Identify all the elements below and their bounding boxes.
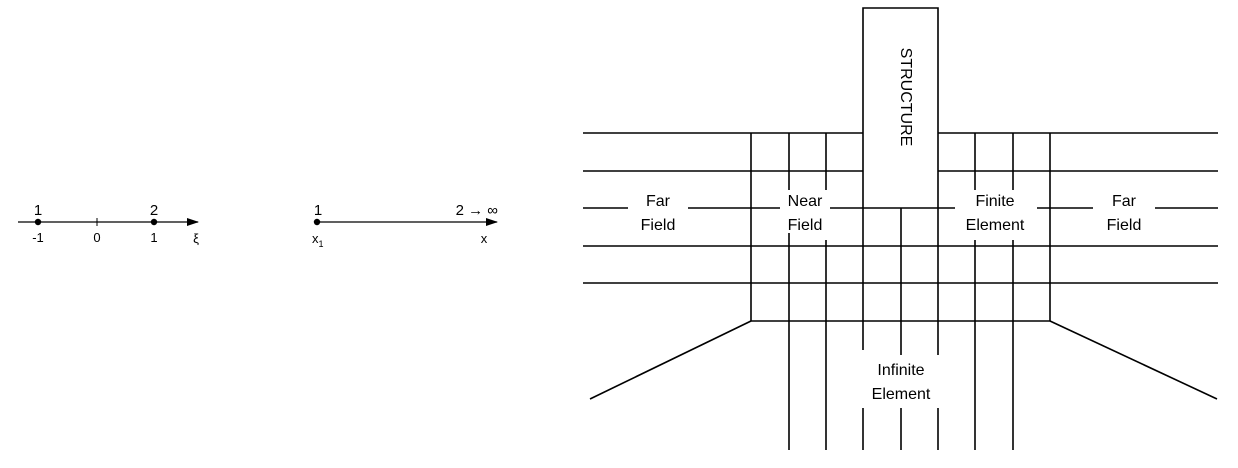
x-axis-label: x xyxy=(481,231,488,246)
finite-element-label-line1: Finite xyxy=(975,193,1014,210)
near-field-label-line1: Near xyxy=(788,193,823,210)
parent-coordinate-line: 1 2 -1 0 1 ξ xyxy=(18,202,199,246)
structure-box xyxy=(862,7,939,208)
x-node-1 xyxy=(313,218,321,226)
infinite-element-label-line2: Element xyxy=(872,386,931,403)
mesh-labels: STRUCTURE Far Field Near Field Finite El… xyxy=(641,48,1142,403)
near-field-label-line2: Field xyxy=(788,217,823,234)
far-field-right-label-line2: Field xyxy=(1107,217,1142,234)
far-field-right-label-line1: Far xyxy=(1112,193,1137,210)
physical-coordinate-line: 1 2 → ∞ x1 x xyxy=(312,202,498,249)
right-far-field-boundary xyxy=(1049,320,1218,400)
xi-tick-one: 1 xyxy=(150,230,157,245)
xi-node-1 xyxy=(34,218,42,226)
xi-axis-label: ξ xyxy=(193,231,199,246)
xi-tick-zero: 0 xyxy=(93,230,100,245)
structure-label: STRUCTURE xyxy=(897,48,914,147)
x-node-2-label: 2 → ∞ xyxy=(456,202,499,219)
vertical-mesh-lines xyxy=(750,133,1051,450)
xi-node-1-label: 1 xyxy=(34,202,42,219)
xi-node-2-label: 2 xyxy=(150,202,158,219)
far-field-left-label-line1: Far xyxy=(646,193,671,210)
x1-label: x1 xyxy=(312,231,324,249)
mesh-diagram xyxy=(583,7,1218,450)
left-far-field-boundary xyxy=(589,320,752,400)
xi-node-2 xyxy=(150,218,158,226)
x-node-1-label: 1 xyxy=(314,202,322,219)
finite-element-label-line2: Element xyxy=(966,217,1025,234)
far-field-left-label-line2: Field xyxy=(641,217,676,234)
xi-tick-minus-one: -1 xyxy=(32,230,44,245)
infinite-element-label-line1: Infinite xyxy=(877,362,924,379)
